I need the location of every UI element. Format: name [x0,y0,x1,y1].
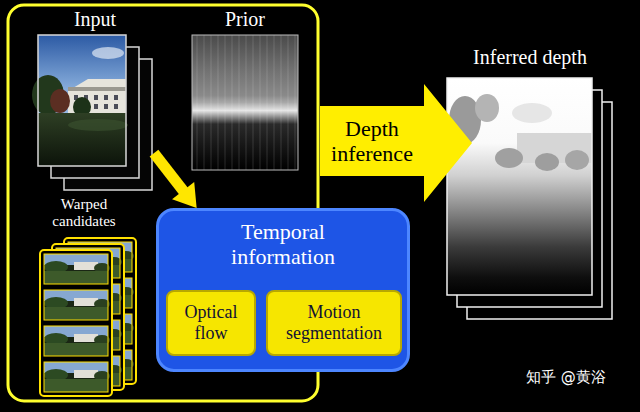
depth-image-stack [447,78,612,319]
process-box: Temporal informationOptical flow Motion s… [156,208,410,372]
node-text: Motion segmentation [274,302,394,343]
text-holder: Depth inference [320,106,424,176]
text-holder: Inferred depth [445,46,615,318]
arrowhead [172,182,197,208]
depth-image-stack-part-part [565,150,589,170]
node-text: Inferred depth [473,46,587,69]
process-box: Motion segmentation [266,290,402,356]
node-text: Optical flow [174,302,248,343]
depth-image-stack-part [447,78,592,295]
depth-image-stack-part-part [495,148,523,168]
depth-image-stack-part-part [475,94,499,122]
node-text: Input [74,8,116,31]
label-holder: 知乎 @黄浴 [526,369,606,386]
warped-candidate-stack [40,238,136,396]
text-holder: Warped candidates [36,196,132,396]
input-image-stack-part [38,35,126,166]
connector-line [154,153,184,192]
prior-image [192,35,298,170]
text-holder: Optical flow [168,292,254,354]
depth-image-stack-part-part [535,153,559,171]
watermark: 知乎 @黄浴 [526,369,606,386]
depth-image-stack-part-part [512,103,552,123]
image-heading: Inferred depth [445,46,615,318]
text-holder: Prior [188,8,302,174]
block-arrow-shape [320,84,472,202]
image-heading: Input [36,8,154,194]
prior-image-part [192,35,298,170]
text-holder: Motion segmentation [268,292,400,354]
node-text: Warped candidates [38,196,130,231]
connector-arrow [154,153,197,208]
depth-image-stack-part-part [447,78,592,295]
depth-image-stack-part-part [447,78,592,295]
node-text: Temporal information [198,219,368,270]
prior-image-part [192,35,298,170]
input-image-stack [32,35,152,190]
process-box: Optical flow [166,290,256,356]
warped-candidate-stack-part [40,250,112,396]
node-text: Prior [225,8,265,31]
text-holder: Temporal information [159,211,407,270]
text-holder: Input [36,8,154,194]
image-heading: Warped candidates [36,196,132,396]
image-heading: Prior [188,8,302,174]
block-arrow: Depth inference [320,84,472,202]
input-image-stack-part [32,35,128,166]
node-text: Depth inference [324,116,420,167]
